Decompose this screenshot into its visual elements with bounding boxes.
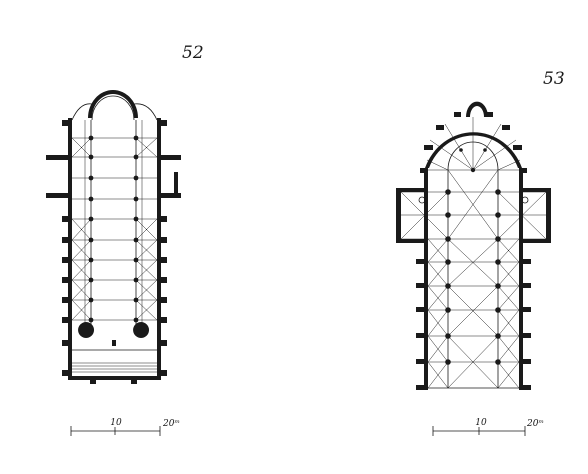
figure-52-number: 52 xyxy=(182,43,204,63)
scale-53-end-label: 20ᵐ xyxy=(526,419,544,429)
scale-52-mid-label: 10 xyxy=(110,418,122,428)
figure-52: 52 xyxy=(46,43,204,436)
scale-52-end-label: 20ᵐ xyxy=(162,419,180,429)
plan-52 xyxy=(46,90,181,384)
scale-53-mid-label: 10 xyxy=(475,418,487,428)
figure-53: 53 xyxy=(396,69,565,436)
figure-53-number: 53 xyxy=(543,69,565,89)
scale-bar-53: 10 20ᵐ xyxy=(432,418,544,436)
plan-53 xyxy=(396,101,551,390)
scale-bar-52: 10 20ᵐ xyxy=(70,418,180,436)
